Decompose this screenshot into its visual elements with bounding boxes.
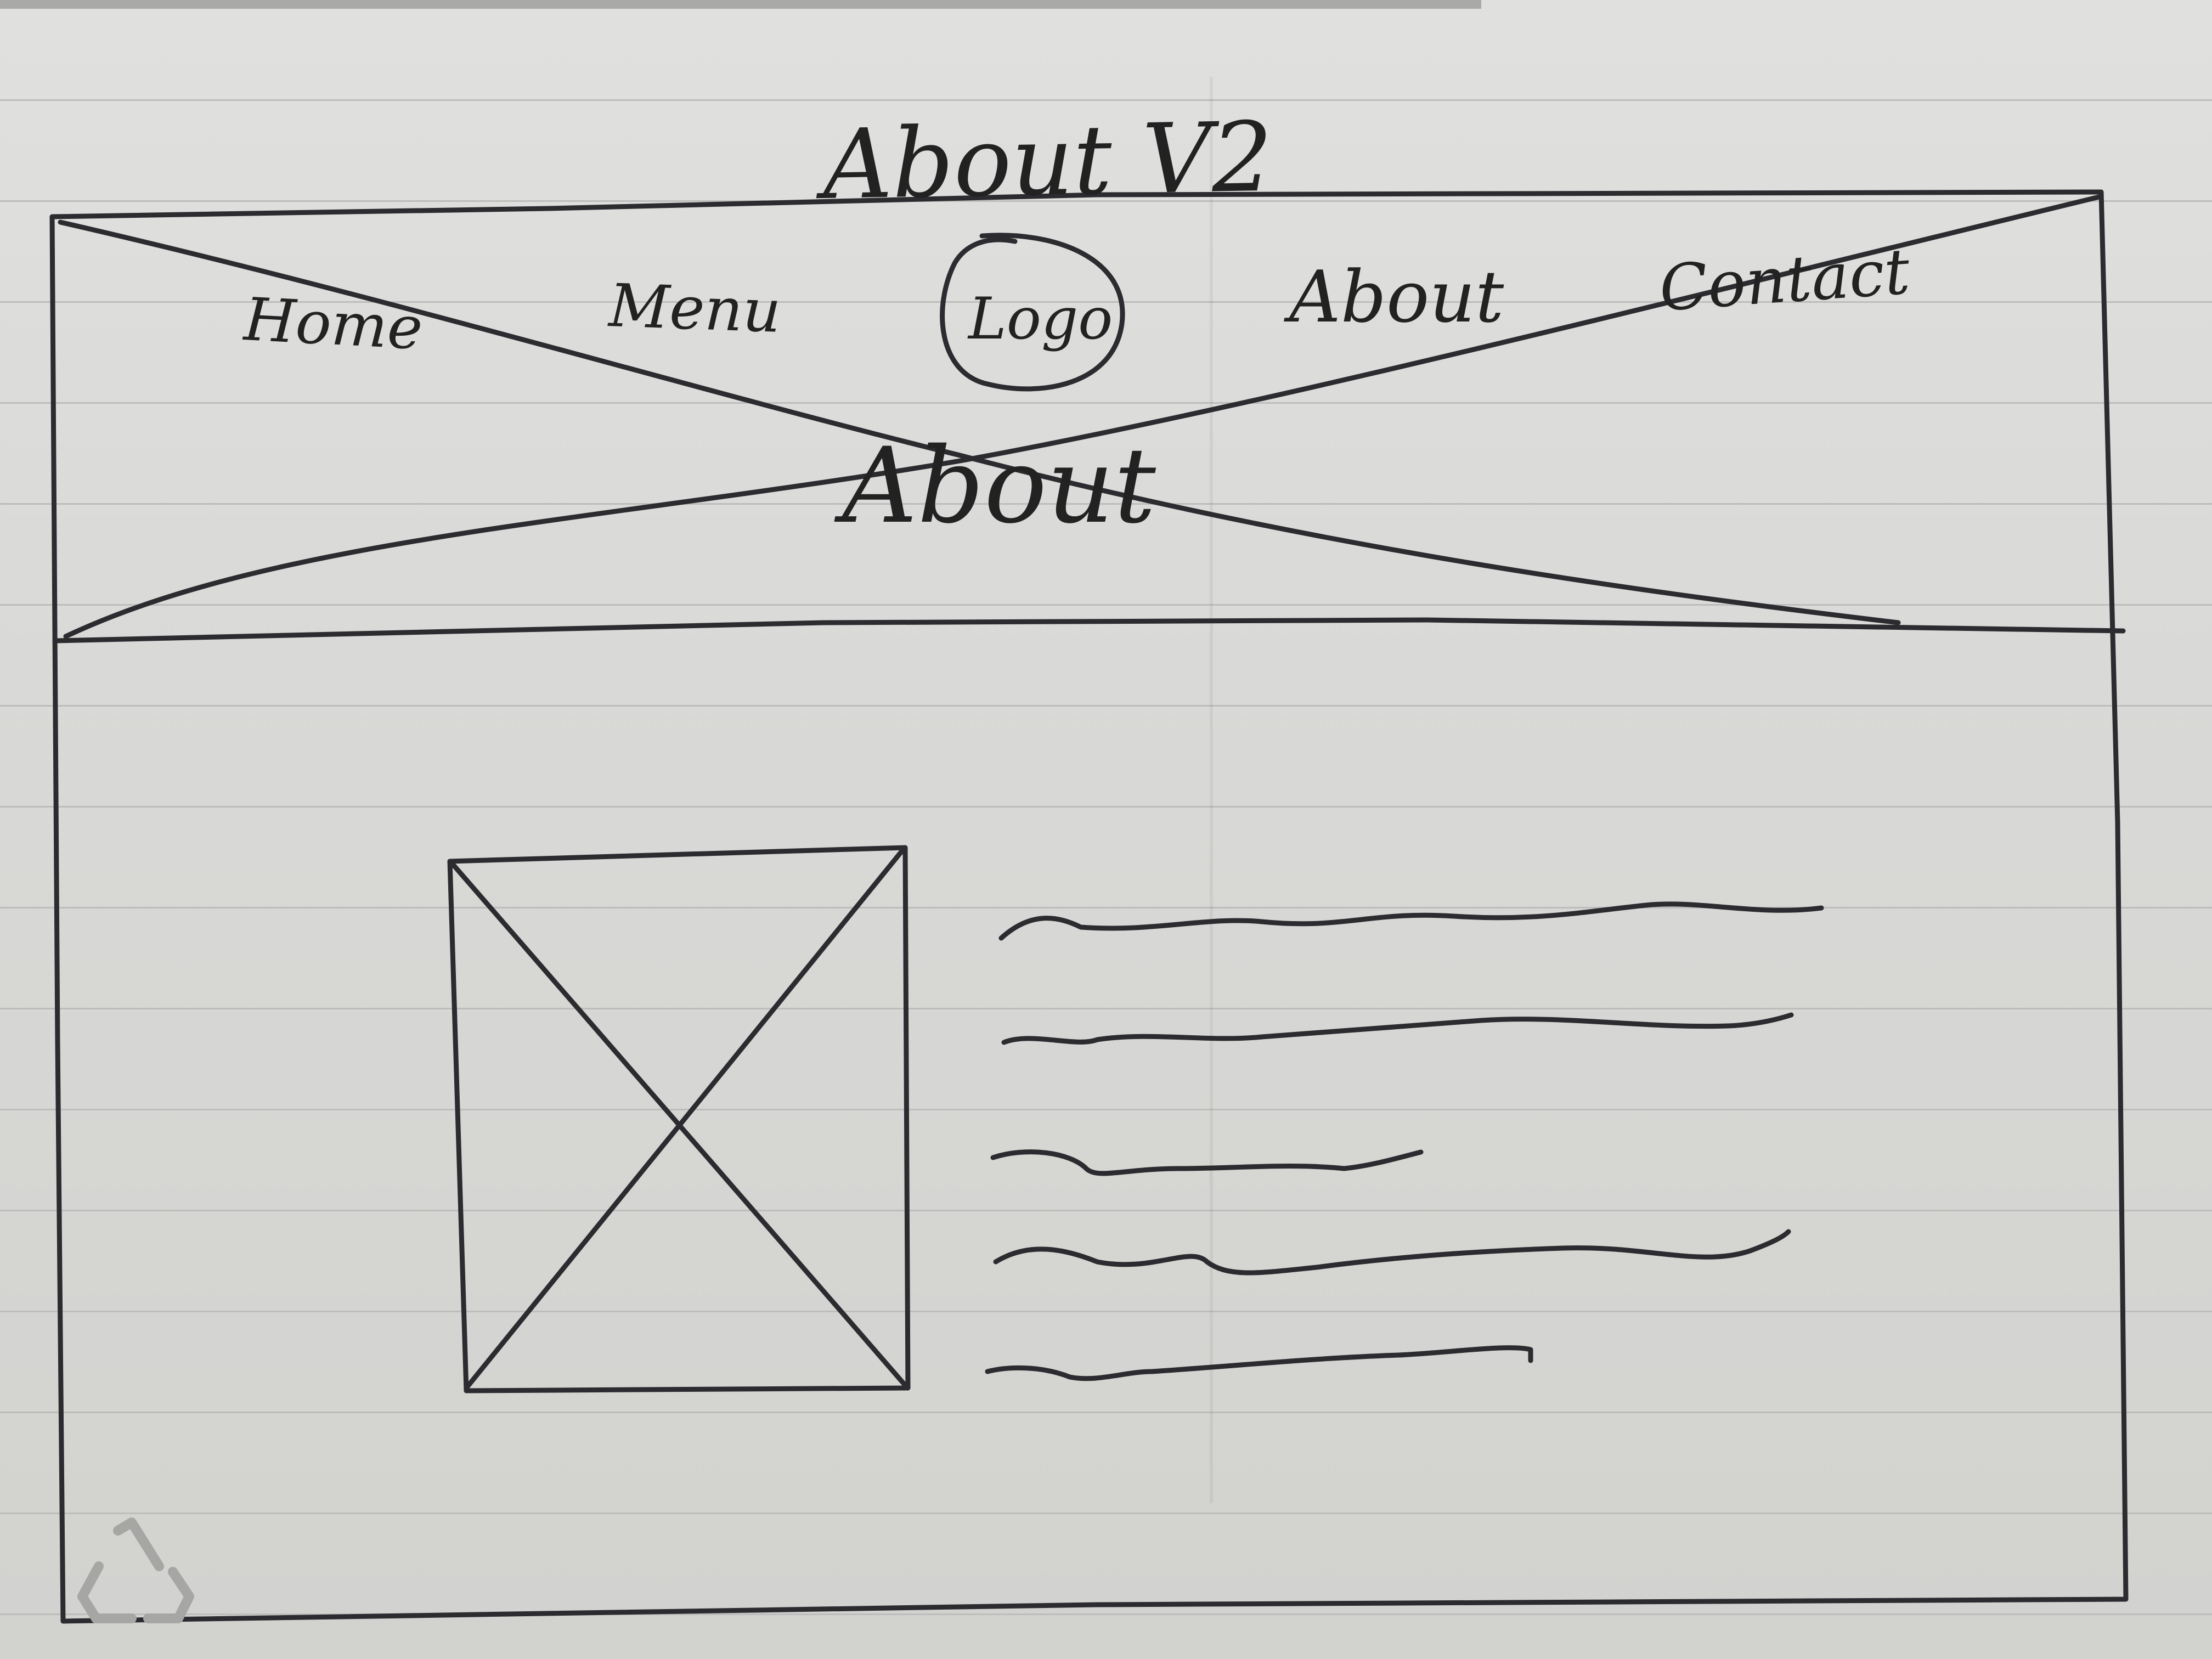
header-image-placeholder-diagonal-2	[63, 194, 2104, 639]
paper-fold	[1210, 77, 1213, 1503]
sketch-title: About V2	[822, 101, 1274, 221]
logo-label: Logo	[968, 285, 1113, 352]
header-image-placeholder-diagonal-1	[58, 219, 1901, 625]
text-line-3	[990, 1149, 1424, 1176]
content-image-diagonal-2	[464, 848, 905, 1391]
nav-item-home: Home	[242, 285, 425, 363]
page-edge	[0, 0, 1481, 9]
page-frame	[49, 189, 2129, 1624]
text-line-2	[1001, 1012, 1794, 1045]
hero-title: About	[842, 425, 1156, 546]
text-line-4	[993, 1229, 1791, 1276]
header-divider	[52, 617, 2126, 644]
content-image-box	[447, 845, 911, 1393]
nav-item-menu: Menu	[607, 272, 782, 346]
text-line-1	[998, 901, 1824, 941]
text-line-5	[985, 1345, 1533, 1381]
recycle-icon	[77, 1517, 194, 1623]
nav-item-about: About	[1289, 255, 1504, 338]
logo-circle	[940, 233, 1125, 392]
